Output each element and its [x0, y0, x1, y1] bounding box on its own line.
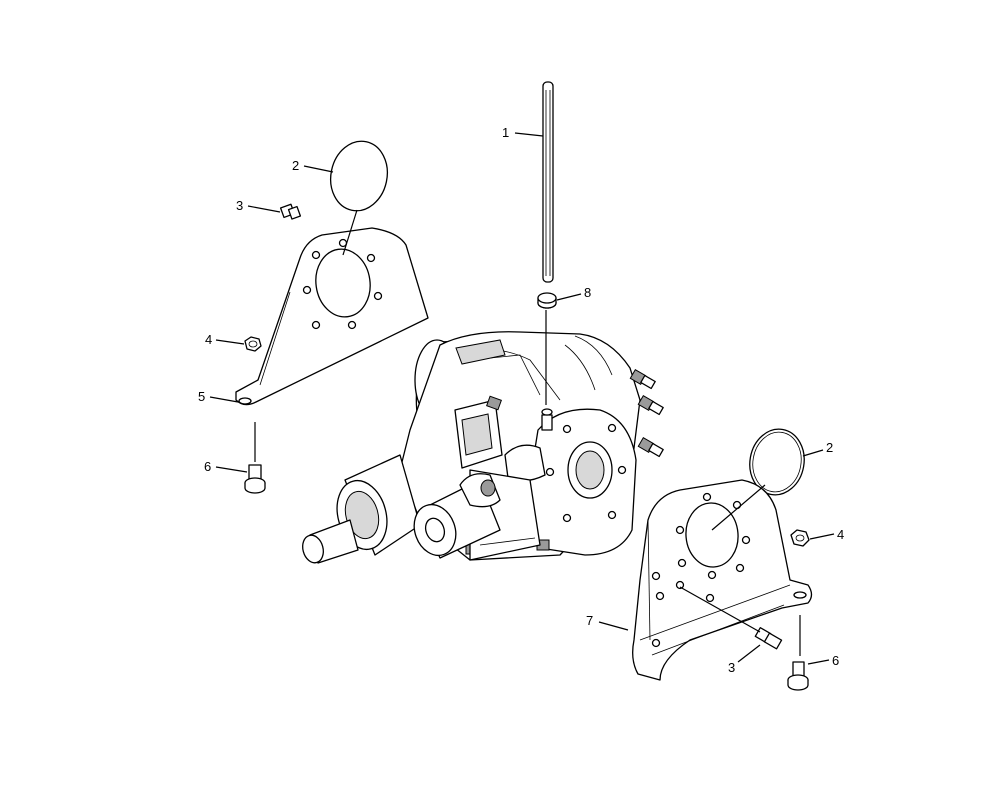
callout-4-right: 4 — [837, 527, 844, 542]
callout-2-left: 2 — [292, 158, 299, 173]
part-2-gasket-left — [330, 140, 388, 212]
part-2-gasket-right — [749, 428, 805, 496]
part-8-cap — [537, 292, 557, 309]
callout-3-left: 3 — [236, 198, 243, 213]
part-6-bolt-left — [244, 464, 266, 494]
callout-3-right: 3 — [728, 660, 735, 675]
leader-lines — [209, 132, 835, 665]
part-6-bolt-right — [787, 661, 809, 691]
part-7-bracket-right — [632, 479, 813, 681]
callout-4-left: 4 — [205, 332, 212, 347]
callout-labels: 1 2 3 4 5 6 8 2 4 7 3 6 — [198, 125, 844, 675]
callout-2-right: 2 — [826, 440, 833, 455]
input-shaft-front — [413, 473, 501, 559]
part-1-rod — [542, 81, 554, 283]
part-4-nut-left — [244, 336, 262, 352]
callout-6-left: 6 — [204, 459, 211, 474]
callout-8: 8 — [584, 285, 591, 300]
callout-7: 7 — [586, 613, 593, 628]
part-3-bolt-left — [279, 203, 302, 220]
part-5-bracket-left — [235, 227, 429, 406]
callout-5: 5 — [198, 389, 205, 404]
output-shaft-left — [302, 454, 421, 564]
callout-1: 1 — [502, 125, 509, 140]
callout-6-right: 6 — [832, 653, 839, 668]
part-4-nut-right — [790, 529, 810, 547]
